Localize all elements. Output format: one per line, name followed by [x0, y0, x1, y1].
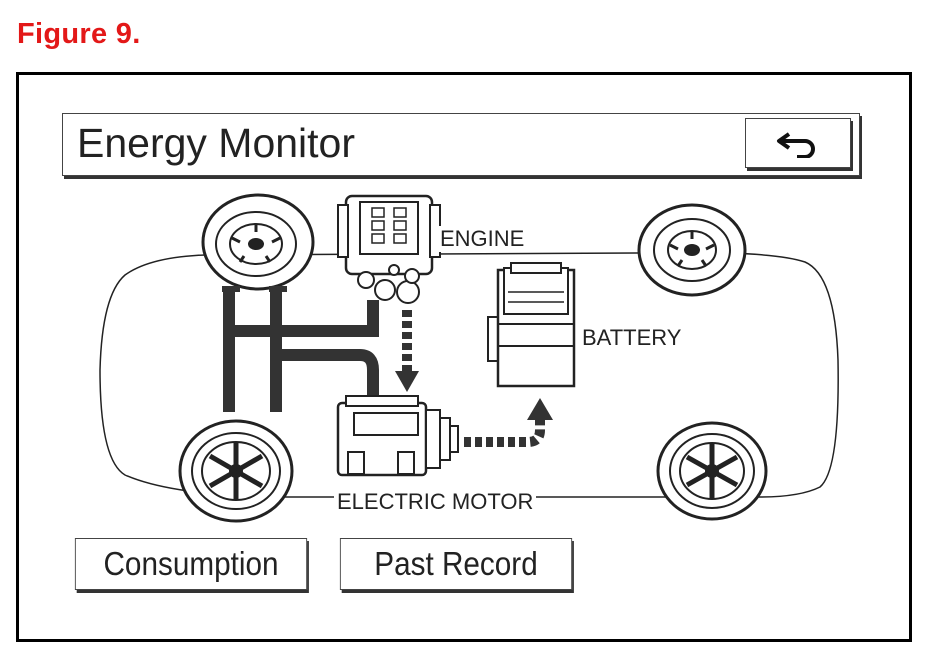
consumption-button[interactable]: Consumption: [74, 538, 308, 590]
electric-motor-label: ELECTRIC MOTOR: [334, 489, 537, 515]
front-left-wheel: [201, 193, 315, 291]
electric-motor-icon: [336, 395, 459, 477]
engine-label: ENGINE: [437, 226, 528, 252]
rear-left-wheel: [178, 419, 294, 523]
motor-to-battery-flow: [464, 398, 553, 447]
past-record-button[interactable]: Past Record: [339, 538, 573, 590]
screen-frame: [16, 72, 912, 642]
screen-title: Energy Monitor: [77, 120, 356, 166]
engine-to-motor-flow: [395, 310, 419, 392]
engine-icon: [337, 194, 441, 304]
title-bar: Energy Monitor: [62, 113, 860, 176]
figure-caption: Figure 9.: [17, 18, 141, 50]
car-body-outline: [99, 251, 839, 498]
battery-icon: [487, 262, 576, 388]
battery-label: BATTERY: [579, 325, 685, 351]
rear-right-wheel: [656, 421, 768, 521]
front-right-wheel: [637, 203, 747, 297]
drivetrain-shafts: [223, 292, 379, 412]
return-arrow-icon: [777, 132, 815, 158]
back-button[interactable]: [745, 118, 851, 168]
